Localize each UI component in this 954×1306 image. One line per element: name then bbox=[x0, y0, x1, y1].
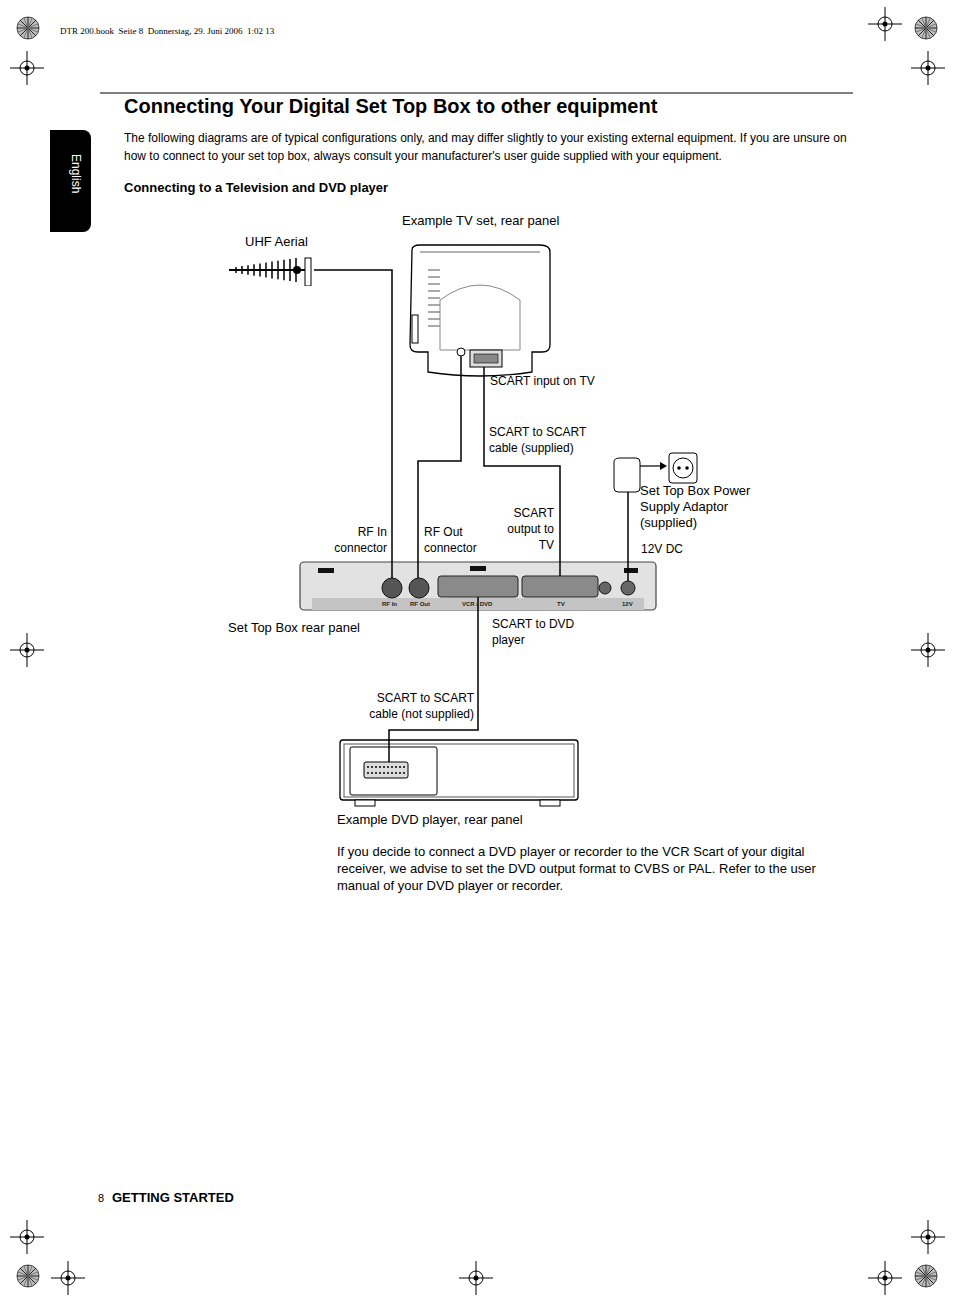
aerial-illustration bbox=[226, 256, 314, 286]
panel-marking: 12V bbox=[622, 601, 633, 608]
cable-connector bbox=[314, 270, 392, 560]
panel-marking: VCR / DVD bbox=[462, 601, 492, 608]
tv-set: Example TV set, rear panel bbox=[405, 243, 553, 377]
device-label: Set Top Box Power Supply Adaptor (suppli… bbox=[640, 483, 752, 531]
panel-marking: TV bbox=[557, 601, 565, 608]
crosshair-mark bbox=[459, 1261, 493, 1295]
crosshair-mark bbox=[10, 51, 44, 85]
dvd-player: Example DVD player, rear panel bbox=[338, 738, 580, 808]
cable-connector bbox=[484, 377, 560, 560]
cable-label: SCART to SCART cable (not supplied) bbox=[366, 690, 476, 722]
language-tab bbox=[50, 130, 91, 232]
page-number: 8 bbox=[98, 1192, 104, 1205]
cable-label: SCART to SCART cable (supplied) bbox=[487, 424, 595, 456]
power-adaptor: Set Top Box Power Supply Adaptor (suppli… bbox=[610, 452, 702, 494]
device-label: Example TV set, rear panel bbox=[402, 213, 559, 229]
intro-paragraph: The following diagrams are of typical co… bbox=[124, 129, 864, 165]
cable-connector bbox=[627, 494, 629, 560]
panel-marking: RF Out bbox=[410, 601, 430, 608]
page-title: Connecting Your Digital Set Top Box to o… bbox=[124, 94, 657, 118]
callout-label: SCART output to TV bbox=[494, 505, 554, 553]
crosshair-mark bbox=[911, 51, 945, 85]
sunburst-mark bbox=[915, 1265, 937, 1287]
callout-label: RF Out connector bbox=[424, 524, 494, 556]
sunburst-mark bbox=[17, 17, 39, 39]
section-footer: GETTING STARTED bbox=[112, 1190, 234, 1206]
device-label: Set Top Box rear panel bbox=[228, 620, 360, 636]
language-tab-edge bbox=[50, 130, 60, 232]
crosshair-mark bbox=[868, 1261, 902, 1295]
callout-label: SCART to DVD player bbox=[492, 616, 582, 648]
dvd-player-illustration bbox=[338, 738, 580, 808]
crosshair-mark bbox=[51, 1261, 85, 1295]
callout-label: 12V DC bbox=[641, 542, 683, 557]
device-label: Example DVD player, rear panel bbox=[337, 812, 523, 828]
crosshair-mark bbox=[911, 633, 945, 667]
device-label: UHF Aerial bbox=[245, 234, 308, 250]
aerial: UHF Aerial bbox=[226, 256, 314, 286]
language-tab-label: English bbox=[69, 154, 83, 193]
crosshair-mark bbox=[10, 1220, 44, 1254]
registration-marks bbox=[10, 7, 945, 1295]
crosshair-mark bbox=[868, 7, 902, 41]
note-paragraph: If you decide to connect a DVD player or… bbox=[337, 843, 827, 894]
sunburst-mark bbox=[915, 17, 937, 39]
tv-set-illustration bbox=[405, 243, 553, 377]
crosshair-mark bbox=[911, 1220, 945, 1254]
panel-marking: RF In bbox=[382, 601, 397, 608]
callout-label: RF In connector bbox=[322, 524, 387, 556]
section-heading: Connecting to a Television and DVD playe… bbox=[124, 180, 388, 196]
crosshair-mark bbox=[10, 633, 44, 667]
callout-label: SCART input on TV bbox=[490, 374, 595, 389]
sunburst-mark bbox=[17, 1265, 39, 1287]
file-header: DTR 200.book Seite 8 Donnerstag, 29. Jun… bbox=[60, 26, 274, 37]
title-rule bbox=[100, 93, 853, 94]
